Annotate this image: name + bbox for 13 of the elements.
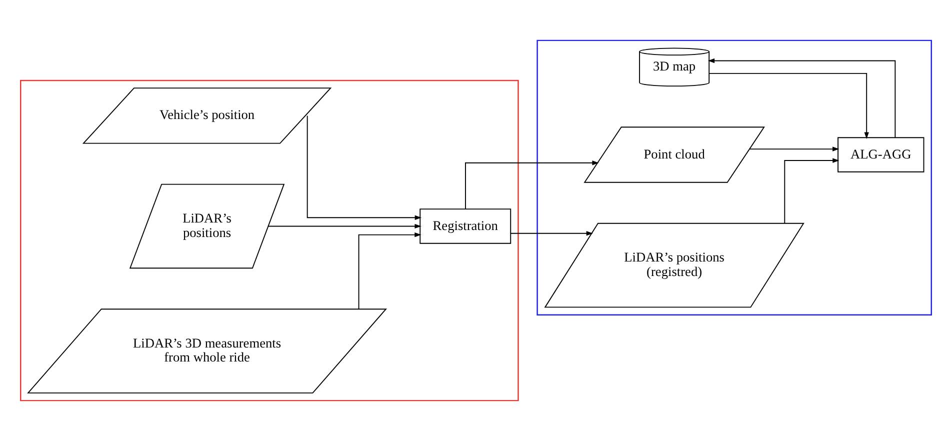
arrow xyxy=(306,115,422,220)
cluster xyxy=(20,80,519,402)
arrow xyxy=(708,72,869,139)
arrow xyxy=(358,232,422,310)
node-box: Registration xyxy=(420,208,512,244)
node-box: ALG-AGG xyxy=(838,137,924,172)
arrow xyxy=(784,158,840,224)
arrow xyxy=(465,160,599,210)
arrow xyxy=(749,146,840,152)
cluster xyxy=(536,40,932,316)
arrow xyxy=(510,231,594,236)
arrow xyxy=(708,58,896,138)
arrow xyxy=(268,224,422,229)
